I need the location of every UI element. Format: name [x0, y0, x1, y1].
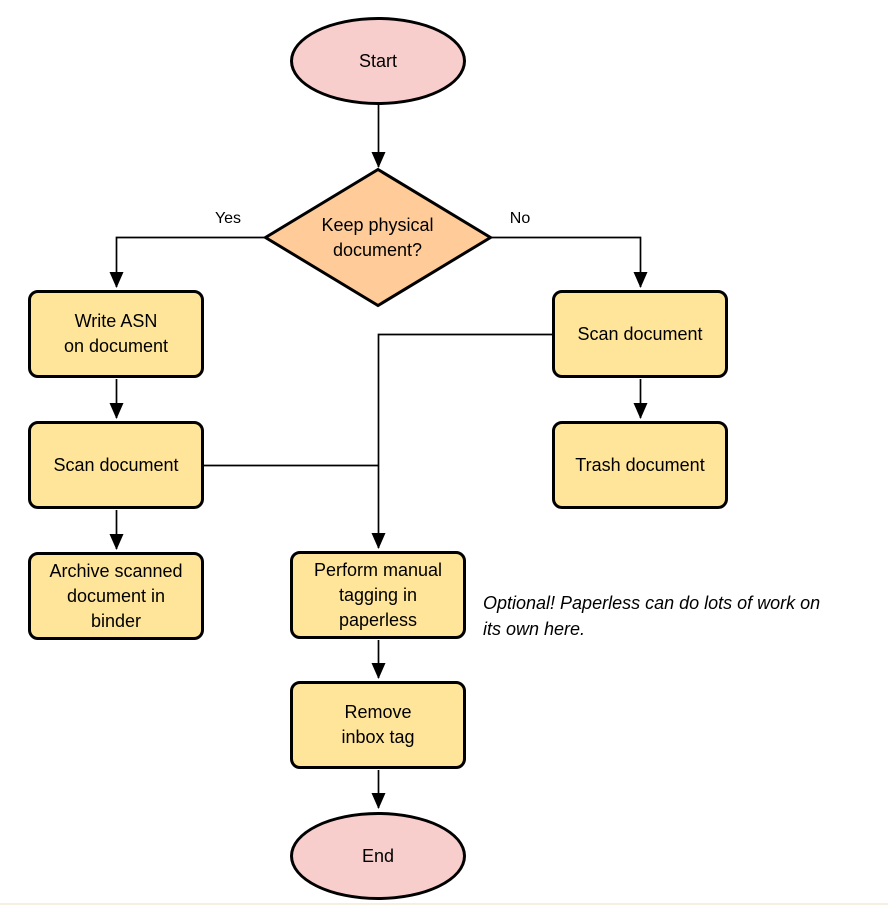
edge-label-yes: Yes: [214, 210, 242, 227]
edge-yes: [109, 236, 266, 288]
decision-diamond-shape: [262, 167, 494, 308]
page-bottom-border: [0, 903, 888, 905]
node-manual-tagging: Perform manual tagging in paperless: [290, 551, 466, 639]
node-archive-in-binder: Archive scanned document in binder: [28, 552, 204, 640]
node-decision-label: Keep physical document?: [321, 214, 434, 260]
node-end: End: [290, 812, 466, 900]
node-scan-document-left: Scan document: [28, 421, 204, 509]
edge-scanright-to-tagging: [371, 333, 553, 549]
node-start: Start: [290, 17, 466, 105]
node-scan-document-right: Scan document: [552, 290, 728, 378]
edge-label-no: No: [509, 210, 531, 227]
node-trash-document: Trash document: [552, 421, 728, 509]
edge-no: [489, 236, 648, 288]
node-write-asn: Write ASN on document: [28, 290, 204, 378]
annotation-optional-note: Optional! Paperless can do lots of work …: [483, 593, 821, 639]
node-remove-inbox-tag: Remove inbox tag: [290, 681, 466, 769]
